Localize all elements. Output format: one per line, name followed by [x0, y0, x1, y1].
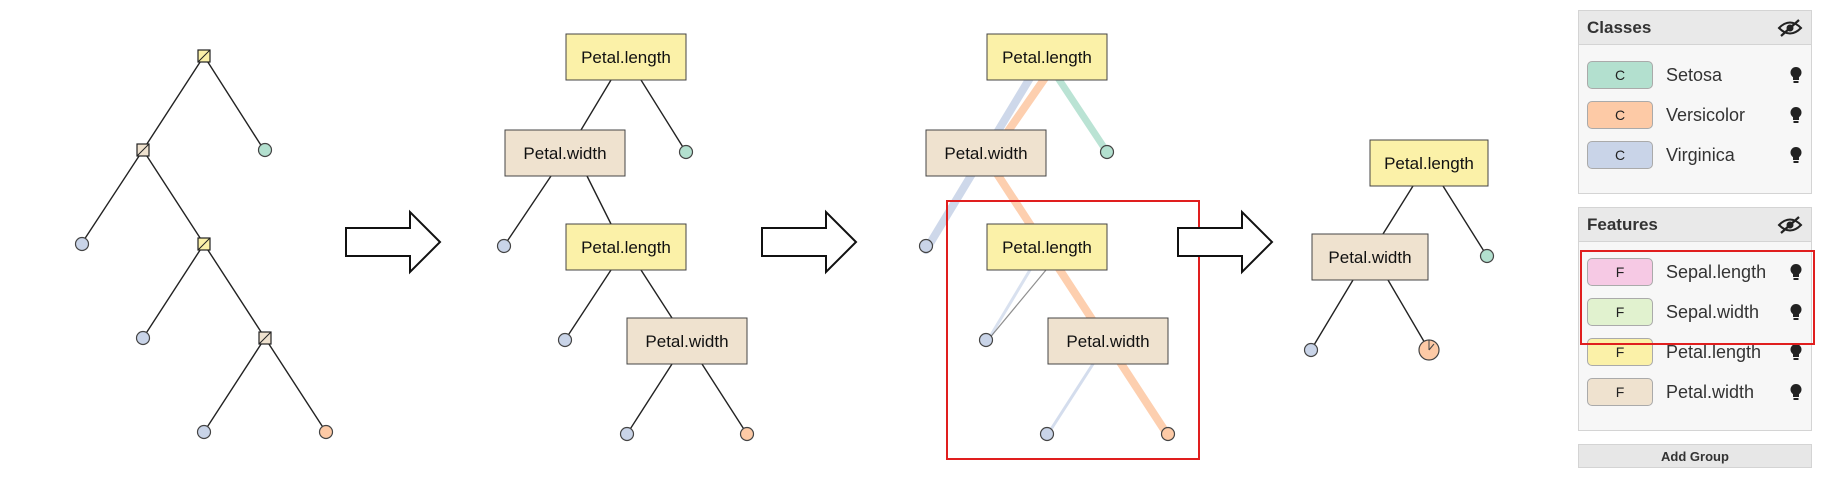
lightbulb-icon[interactable] [1789, 263, 1803, 281]
lightbulb-icon[interactable] [1789, 66, 1803, 84]
leaf-node-virginica [135, 330, 151, 346]
features-panel-header: Features [1579, 208, 1811, 242]
node-label: Petal.length [581, 238, 671, 257]
tree-2-leaves [496, 144, 755, 442]
leaf-node-merged-versicolor [1418, 339, 1440, 361]
tree-2-node-root: Petal.length [565, 33, 687, 81]
leaf-node-virginica [619, 426, 635, 442]
tree-4-leaves [1303, 248, 1495, 361]
leaf-node-virginica [557, 332, 573, 348]
split-node [197, 237, 211, 251]
features-list: F Sepal.length F Sepal.width F Petal.len… [1579, 242, 1811, 418]
lightbulb-icon[interactable] [1789, 106, 1803, 124]
feature-label: Petal.width [1666, 381, 1755, 402]
classes-panel: Classes C Setosa C Versicolor C Virginic… [1578, 10, 1812, 194]
transform-arrow [345, 209, 442, 275]
feature-row-petal-width[interactable]: F Petal.width [1587, 372, 1803, 412]
tree-1-skeleton [81, 55, 327, 433]
node-label: Petal.width [645, 332, 728, 351]
feature-row-petal-length[interactable]: F Petal.length [1587, 332, 1803, 372]
leaf-node-versicolor [1160, 426, 1176, 442]
feature-label: Petal.length [1666, 341, 1762, 362]
tree-transformation-diagram: Petal.length Petal.width Petal.length Pe… [74, 33, 1495, 460]
classes-panel-header: Classes [1579, 11, 1811, 45]
leaf-node-versicolor [739, 426, 755, 442]
class-row-setosa[interactable]: C Setosa [1587, 55, 1803, 95]
feature-chip[interactable]: F [1587, 338, 1653, 366]
classes-list: C Setosa C Versicolor C Virginica [1579, 45, 1811, 181]
feature-chip[interactable]: F [1587, 298, 1653, 326]
tree-2-edges [503, 79, 748, 435]
leaf-node-versicolor [318, 424, 334, 440]
leaf-node-setosa [257, 142, 273, 158]
leaf-node-virginica [978, 332, 994, 348]
class-label: Versicolor [1666, 104, 1746, 125]
class-row-virginica[interactable]: C Virginica [1587, 135, 1803, 175]
lightbulb-icon[interactable] [1789, 383, 1803, 401]
eye-slash-icon[interactable] [1777, 215, 1803, 235]
feature-row-sepal-width[interactable]: F Sepal.width [1587, 292, 1803, 332]
leaf-node-virginica [74, 236, 90, 252]
leaf-node-setosa [678, 144, 694, 160]
feature-label: Sepal.width [1666, 301, 1760, 322]
tree-4-node-root: Petal.length [1369, 139, 1489, 187]
tree-2-node-petal-length: Petal.length [565, 223, 687, 271]
tree-3-node-petal-width-2: Petal.width [1047, 317, 1169, 365]
lightbulb-icon[interactable] [1789, 146, 1803, 164]
feature-chip[interactable]: F [1587, 378, 1653, 406]
leaf-node-virginica [196, 424, 212, 440]
tree-2-node-petal-width-2: Petal.width [626, 317, 748, 365]
tree-4-edges [1310, 185, 1488, 351]
tree-3-edges [987, 269, 1047, 341]
node-label: Petal.width [523, 144, 606, 163]
class-chip[interactable]: C [1587, 61, 1653, 89]
classes-panel-title: Classes [1587, 17, 1652, 37]
node-label: Petal.width [1066, 332, 1149, 351]
node-label: Petal.length [1384, 154, 1474, 173]
node-label: Petal.length [1002, 48, 1092, 67]
node-label: Petal.width [1328, 248, 1411, 267]
leaf-node-setosa [1479, 248, 1495, 264]
tree-3-node-petal-length: Petal.length [986, 223, 1108, 271]
split-node [197, 49, 211, 63]
feature-label: Sepal.length [1666, 261, 1767, 282]
leaf-node-virginica [496, 238, 512, 254]
lightbulb-icon[interactable] [1789, 303, 1803, 321]
tree-1-split-nodes [136, 49, 272, 345]
add-group-button[interactable]: Add Group [1578, 444, 1812, 468]
leaf-node-setosa [1099, 144, 1115, 160]
tree-3-leaves [918, 144, 1176, 442]
tree-3-node-root: Petal.length [986, 33, 1108, 81]
subtree-highlight-box [946, 200, 1200, 460]
node-label: Petal.length [581, 48, 671, 67]
class-label: Virginica [1666, 144, 1735, 165]
features-panel-title: Features [1587, 214, 1658, 234]
node-label: Petal.width [944, 144, 1027, 163]
class-chip[interactable]: C [1587, 141, 1653, 169]
transform-arrow [761, 209, 858, 275]
feature-chip[interactable]: F [1587, 258, 1653, 286]
leaf-node-virginica [1303, 342, 1319, 358]
tree-2-node-petal-width: Petal.width [504, 129, 626, 177]
class-row-versicolor[interactable]: C Versicolor [1587, 95, 1803, 135]
class-chip[interactable]: C [1587, 101, 1653, 129]
feature-row-sepal-length[interactable]: F Sepal.length [1587, 252, 1803, 292]
class-label: Setosa [1666, 64, 1723, 85]
lightbulb-icon[interactable] [1789, 343, 1803, 361]
tree-4-node-petal-width: Petal.width [1311, 233, 1429, 281]
eye-slash-icon[interactable] [1777, 18, 1803, 38]
leaf-node-virginica [1039, 426, 1055, 442]
leaf-node-virginica [918, 238, 934, 254]
node-label: Petal.length [1002, 238, 1092, 257]
split-node [258, 331, 272, 345]
features-panel: Features F Sepal.length F Sepal.width F … [1578, 207, 1812, 431]
split-node [136, 143, 150, 157]
transform-arrow [1177, 209, 1274, 275]
tree-3-node-petal-width: Petal.width [925, 129, 1047, 177]
tree-1-leaves [74, 142, 334, 440]
